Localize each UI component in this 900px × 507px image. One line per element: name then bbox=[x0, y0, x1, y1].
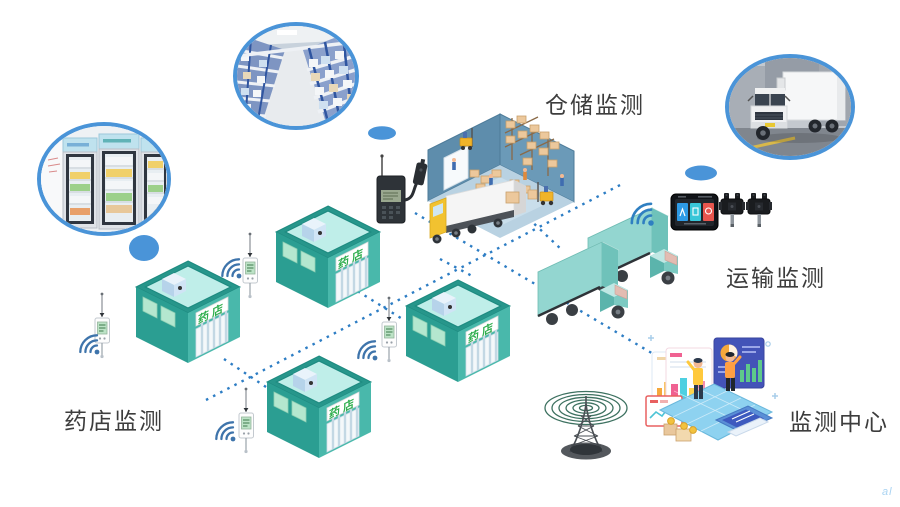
temperature-probe-icon bbox=[718, 192, 746, 228]
cold-chain-sensor-1 bbox=[94, 292, 111, 359]
medical-fridge-unit bbox=[98, 133, 140, 230]
box-truck bbox=[747, 71, 846, 143]
dashed-network-lines bbox=[205, 182, 656, 402]
connector-ellipse bbox=[129, 235, 159, 261]
supply-boxes bbox=[663, 417, 697, 442]
cold-chain-sensor-4 bbox=[238, 387, 255, 454]
monitoring-center-illustration bbox=[645, 335, 778, 442]
dashed-cross-segment-4 bbox=[439, 257, 475, 279]
vehicle-monitor-screen-icon bbox=[670, 193, 719, 231]
forklift-icon bbox=[459, 128, 473, 150]
pharmacy-building-1 bbox=[134, 259, 242, 365]
warehouse-door bbox=[443, 145, 469, 191]
pharmacy-building-3 bbox=[265, 354, 373, 460]
warehouse-monitoring-label: 仓储监测 bbox=[545, 92, 645, 118]
cold-chain-sensor-2 bbox=[242, 232, 259, 299]
refrigerated-truck-photo bbox=[725, 54, 855, 160]
operator-person-1 bbox=[686, 358, 703, 399]
wifi-signal-icon bbox=[353, 336, 387, 370]
operator-person-2 bbox=[725, 352, 742, 391]
warehouse-shelves-photo bbox=[233, 22, 359, 130]
monitoring-center-label: 监测中心 bbox=[789, 409, 889, 435]
loading-truck bbox=[429, 179, 526, 244]
temperature-probe-icon bbox=[745, 192, 773, 228]
pharmacy-fridge-photo bbox=[37, 122, 171, 236]
control-tablet bbox=[714, 405, 774, 437]
connector-ellipse bbox=[685, 165, 717, 181]
delivery-truck-near bbox=[536, 240, 630, 327]
dashboard-dark-screen bbox=[713, 337, 765, 389]
forklift-icon bbox=[527, 182, 554, 206]
pharmacy-building-4 bbox=[404, 278, 512, 384]
warehouse-illustration bbox=[427, 113, 575, 244]
medical-fridge-unit bbox=[62, 137, 98, 229]
dashed-cross-segment-1 bbox=[223, 358, 273, 392]
corner-watermark: al bbox=[882, 486, 893, 498]
dashed-line-warehouse-to-center bbox=[414, 211, 656, 357]
pharmacy-monitoring-label: 药店监测 bbox=[64, 408, 164, 434]
radio-tower-icon bbox=[544, 390, 628, 460]
temperature-logger-icon bbox=[376, 154, 428, 224]
warehouse-workers bbox=[452, 158, 564, 186]
dashed-line-pharmacy-to-transport bbox=[205, 182, 623, 402]
transport-monitoring-label: 运输监测 bbox=[726, 265, 826, 291]
pharmacy-building-2 bbox=[274, 204, 382, 310]
connector-ellipse bbox=[368, 126, 396, 140]
dashed-cross-segment-3 bbox=[510, 201, 563, 251]
logger-probe bbox=[412, 158, 428, 186]
dashed-cross-segment-2 bbox=[350, 285, 405, 322]
